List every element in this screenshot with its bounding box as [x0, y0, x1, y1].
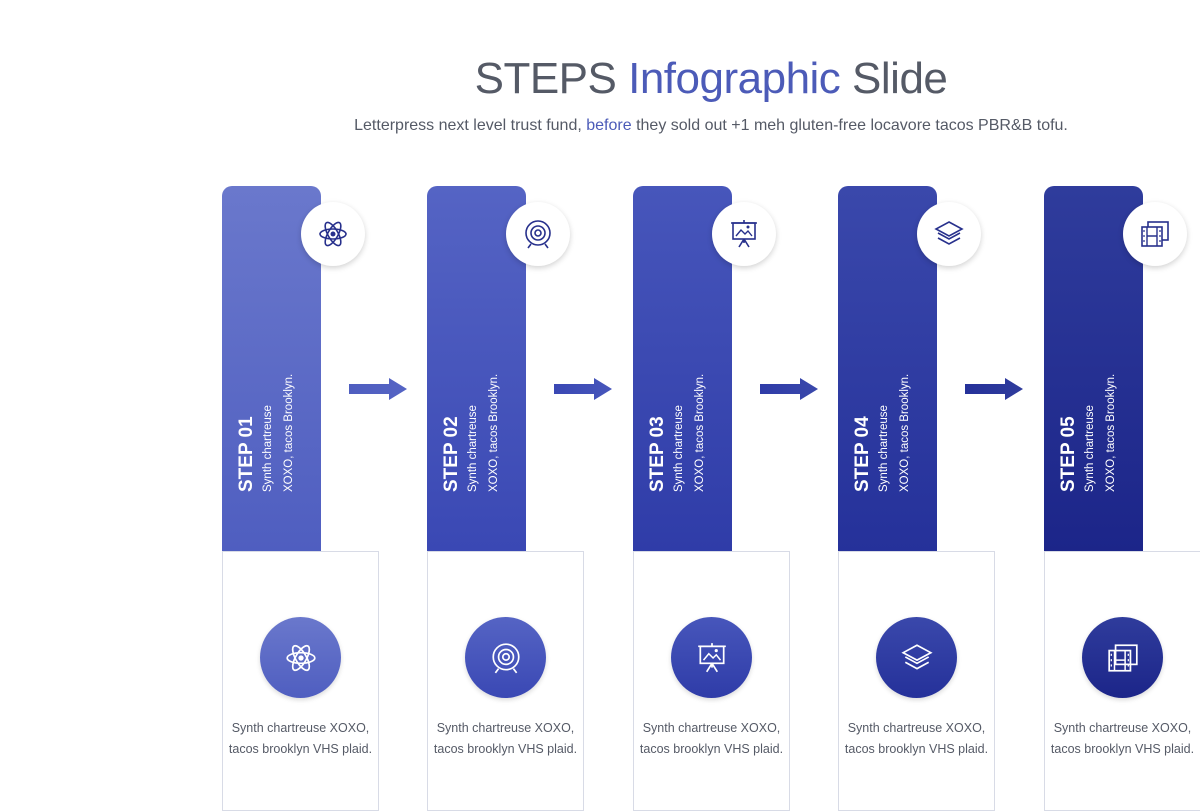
subtitle-part: they sold out +1 meh gluten-free locavor…	[636, 117, 1068, 134]
subtitle-part: Letterpress next level trust fund,	[354, 117, 582, 134]
arrow-right-icon	[760, 378, 818, 400]
step-desc: Synth chartreuse XOXO, tacos Brooklyn.	[673, 373, 706, 492]
page-subtitle: Letterpress next level trust fund, befor…	[0, 117, 1200, 135]
card-text: Synth chartreuse XOXO, tacos brooklyn VH…	[639, 721, 784, 756]
card-text: Synth chartreuse XOXO, tacos brooklyn VH…	[228, 721, 373, 756]
step-desc: Synth chartreuse XOXO, tacos Brooklyn.	[467, 373, 500, 492]
step-card: Synth chartreuse XOXO, tacos brooklyn VH…	[1044, 551, 1200, 811]
presentation-icon	[697, 642, 726, 672]
arrow-right-icon	[349, 378, 407, 400]
subtitle-accent: before	[586, 117, 632, 134]
card-icon-circle	[465, 617, 546, 698]
title-part: Slide	[852, 54, 948, 103]
arrow-right-icon	[965, 378, 1023, 400]
target-icon	[525, 220, 551, 249]
step-card: Synth chartreuse XOXO, tacos brooklyn VH…	[222, 551, 379, 811]
film-icon	[1107, 643, 1138, 672]
film-icon	[1141, 221, 1169, 247]
step-badge	[506, 202, 570, 266]
card-icon-circle	[1082, 617, 1163, 698]
card-text: Synth chartreuse XOXO, tacos brooklyn VH…	[1050, 721, 1195, 756]
card-icon-circle	[260, 617, 341, 698]
title-accent: Infographic	[628, 54, 841, 103]
step-label: STEP 02	[441, 416, 462, 492]
step-card: Synth chartreuse XOXO, tacos brooklyn VH…	[838, 551, 995, 811]
step-badge	[301, 202, 365, 266]
page-title: STEPS Infographic Slide	[0, 54, 1200, 104]
card-icon-circle	[671, 617, 752, 698]
title-part: STEPS	[474, 54, 617, 103]
target-icon	[491, 642, 520, 673]
layers-icon	[900, 643, 933, 670]
card-icon-circle	[876, 617, 957, 698]
step-desc: Synth chartreuse XOXO, tacos Brooklyn.	[878, 373, 911, 492]
presentation-icon	[731, 220, 757, 248]
step-badge	[917, 202, 981, 266]
step-label: STEP 05	[1058, 416, 1079, 492]
layers-icon	[934, 221, 964, 245]
step-badge	[1123, 202, 1187, 266]
card-text: Synth chartreuse XOXO, tacos brooklyn VH…	[844, 721, 989, 756]
step-card: Synth chartreuse XOXO, tacos brooklyn VH…	[427, 551, 584, 811]
step-card: Synth chartreuse XOXO, tacos brooklyn VH…	[633, 551, 790, 811]
atom-icon	[319, 221, 347, 247]
step-label: STEP 01	[236, 416, 257, 492]
arrow-right-icon	[554, 378, 612, 400]
atom-icon	[285, 644, 316, 671]
step-desc: Synth chartreuse XOXO, tacos Brooklyn.	[1084, 373, 1117, 492]
card-text: Synth chartreuse XOXO, tacos brooklyn VH…	[433, 721, 578, 756]
step-label: STEP 03	[647, 416, 668, 492]
step-label: STEP 04	[852, 416, 873, 492]
step-badge	[712, 202, 776, 266]
step-desc: Synth chartreuse XOXO, tacos Brooklyn.	[262, 373, 295, 492]
